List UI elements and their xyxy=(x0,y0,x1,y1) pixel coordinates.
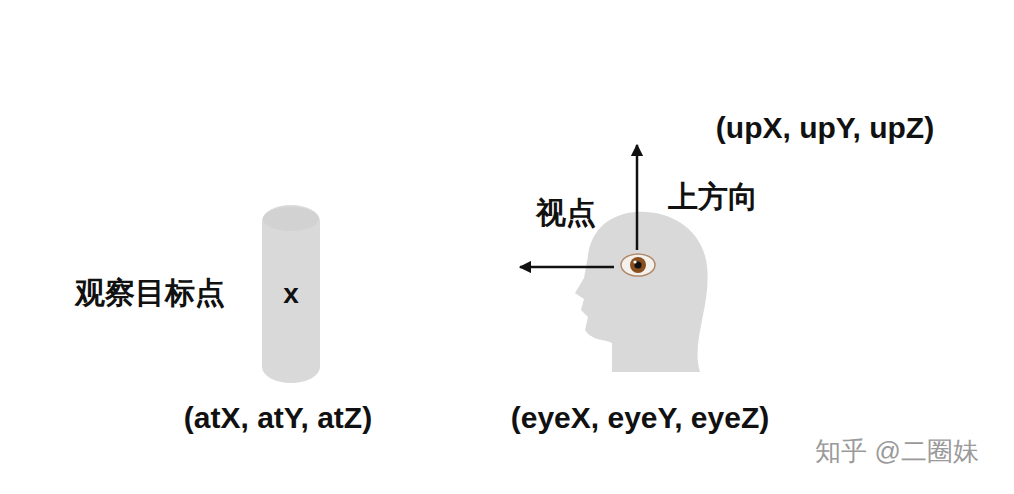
target-cylinder: x xyxy=(262,205,320,383)
annotation-label: 视点 xyxy=(536,195,596,231)
annotation-label: (eyeX, eyeY, eyeZ) xyxy=(511,400,770,436)
annotation-label: (atX, atY, atZ) xyxy=(184,400,372,436)
head-silhouette xyxy=(575,212,708,372)
annotation-label: 上方向 xyxy=(668,179,758,215)
up-direction-arrow xyxy=(636,145,639,250)
annotation-label: 观察目标点 xyxy=(75,275,225,311)
watermark: 知乎 @二圈妹 xyxy=(815,436,979,467)
node-text: x xyxy=(283,278,299,310)
eye-icon xyxy=(621,254,655,276)
view-direction-arrow xyxy=(520,266,614,269)
annotation-label: (upX, upY, upZ) xyxy=(716,110,934,146)
